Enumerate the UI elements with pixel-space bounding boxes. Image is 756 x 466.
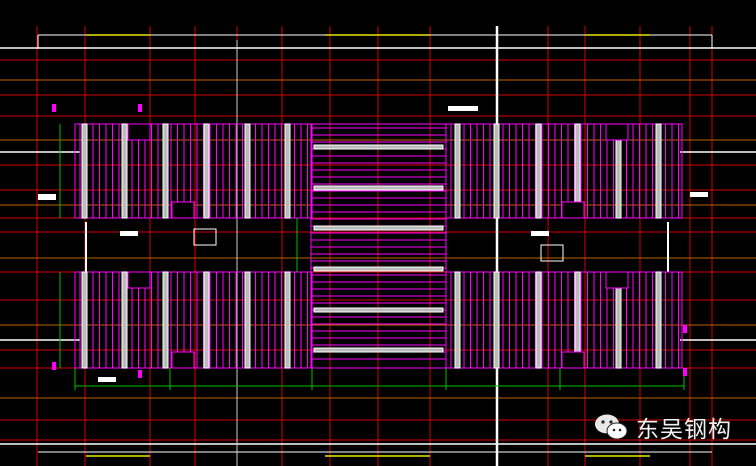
callout-tag bbox=[38, 194, 56, 200]
bay-beam-hatch bbox=[203, 271, 210, 369]
bay-beam-hatch bbox=[655, 271, 662, 369]
bay-notch bbox=[127, 123, 151, 141]
marker bbox=[683, 368, 687, 376]
bay-beam-hatch bbox=[493, 123, 500, 219]
center-beam-hatch bbox=[313, 307, 444, 313]
bay-beam-hatch bbox=[203, 123, 210, 219]
bay-notch bbox=[171, 351, 195, 369]
watermark-text: 东吴钢构 bbox=[636, 417, 732, 443]
center-beam-hatch bbox=[313, 185, 444, 191]
center-beam-hatch bbox=[313, 225, 444, 231]
callout-tag bbox=[448, 106, 478, 111]
bay-beam-hatch bbox=[81, 123, 88, 219]
outer-building-outline bbox=[0, 26, 756, 466]
bay-beam-hatch bbox=[284, 123, 291, 219]
marker bbox=[138, 104, 142, 112]
bay-beam-hatch bbox=[284, 271, 291, 369]
bay-notch bbox=[561, 351, 585, 369]
marker bbox=[138, 370, 142, 378]
watermark: 东吴钢构 bbox=[594, 410, 732, 444]
bay-beam-hatch bbox=[244, 271, 251, 369]
center-beam-hatch bbox=[313, 144, 444, 150]
marker bbox=[52, 104, 56, 112]
bay-beam-hatch bbox=[162, 123, 169, 219]
center-beam-hatch bbox=[313, 347, 444, 353]
bay-beam-hatch bbox=[162, 271, 169, 369]
center-beam-hatch bbox=[313, 266, 444, 272]
wechat-icon bbox=[595, 414, 628, 440]
bay-notch bbox=[605, 123, 629, 141]
bay-beam-hatch bbox=[454, 271, 461, 369]
bay-beam-hatch bbox=[493, 271, 500, 369]
bay-beam-hatch bbox=[454, 123, 461, 219]
marker bbox=[683, 325, 687, 333]
dimension-lines bbox=[59, 124, 685, 390]
bay-notch bbox=[127, 271, 151, 289]
callout-tag bbox=[98, 377, 116, 382]
bay-beam-hatch bbox=[535, 271, 542, 369]
bay-beam-hatch bbox=[81, 271, 88, 369]
structural-bays bbox=[74, 123, 683, 369]
callout-box bbox=[540, 244, 564, 262]
callout-tag bbox=[690, 192, 708, 197]
bay-beam-hatch bbox=[121, 271, 128, 369]
marker bbox=[52, 362, 56, 370]
center-block bbox=[310, 123, 447, 369]
callout-box bbox=[193, 228, 217, 246]
callout-tag bbox=[120, 231, 138, 236]
bay-beam-hatch bbox=[244, 123, 251, 219]
callout-marks bbox=[38, 104, 708, 382]
bay-notch bbox=[561, 201, 585, 219]
bay-beam-hatch bbox=[121, 123, 128, 219]
callout-tag bbox=[531, 231, 549, 236]
bay-beam-hatch bbox=[535, 123, 542, 219]
bay-notch bbox=[605, 271, 629, 289]
bay-beam-hatch bbox=[655, 123, 662, 219]
bay-notch bbox=[171, 201, 195, 219]
